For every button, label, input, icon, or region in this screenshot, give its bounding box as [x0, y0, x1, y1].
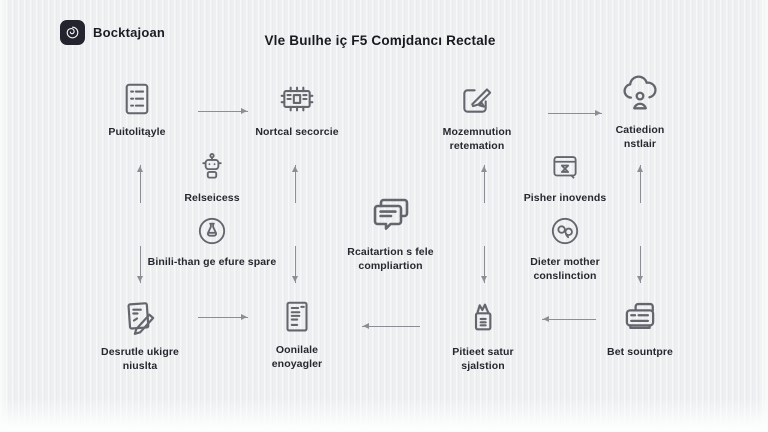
node-label: Rcaitartion s fele compliartion	[347, 246, 434, 272]
paper-stack-icon	[367, 190, 415, 238]
arrow-down-col-3	[480, 246, 487, 283]
arrow-right-top-1	[198, 107, 248, 114]
window-hourglass-icon	[548, 150, 582, 184]
right-edge-fade	[758, 0, 768, 432]
arrow-right-top-2	[548, 109, 602, 116]
node-mozemnution: Mozemnution retemation	[417, 80, 537, 153]
arrow-up-col-3	[480, 165, 487, 203]
node-nortcal: Nortcal secorcie	[232, 80, 362, 140]
left-edge-fade	[0, 0, 10, 432]
node-pitieet: Pitieet satur sjalstion	[423, 298, 543, 373]
node-label: Pitieet satur sjalstion	[452, 346, 514, 372]
arrow-up-col-2	[291, 165, 298, 203]
node-label: Relseicess	[184, 192, 240, 204]
bottom-fade	[0, 398, 768, 432]
node-label: Puitolitąyle	[108, 126, 166, 138]
node-rcaitartion: Rcaitartion s fele compliartion	[328, 190, 453, 273]
flask-circle-icon	[195, 214, 229, 248]
arrow-up-col-1	[136, 165, 143, 203]
cloud-person-icon	[619, 74, 661, 116]
node-bet: Bet sountpre	[575, 296, 705, 360]
edit-pen-icon	[458, 80, 496, 118]
node-label: Nortcal secorcie	[255, 126, 339, 138]
node-dieter: Dieter mother conslinction	[505, 214, 625, 283]
printer-icon	[619, 296, 661, 338]
node-label: Pisher inovends	[523, 192, 607, 204]
people-circle-icon	[548, 214, 582, 248]
circuit-chip-icon	[278, 80, 316, 118]
node-catiedion: Catiedion nstlair	[575, 74, 705, 151]
robot-icon	[195, 150, 229, 184]
node-label: Catiedion nstlair	[615, 124, 665, 150]
checklist-document-icon	[118, 80, 156, 118]
node-oonilale: Oonilale enoyagler	[232, 298, 362, 371]
node-pisher: Pisher inovends	[505, 150, 625, 206]
arrow-left-bottom-2	[362, 322, 420, 329]
document-pen-icon	[120, 298, 160, 338]
node-relseicess: Relseicess	[152, 150, 272, 206]
brand-name: Bocktajoan	[93, 25, 166, 40]
arrow-left-bottom-3	[542, 315, 596, 322]
node-label: Dieter mother conslinction	[530, 256, 600, 282]
shopping-bag-icon	[463, 298, 503, 338]
brand-logo: Bocktajoan	[60, 20, 165, 45]
document-icon	[278, 298, 316, 336]
arrow-down-col-2	[291, 246, 298, 283]
node-binili: Binili-than ge efure spare	[147, 214, 277, 270]
node-label: Bet sountpre	[607, 346, 673, 358]
node-desrutle: Desrutle ukigre niuslta	[75, 298, 205, 373]
node-puitolitayle: Puitolitąyle	[72, 80, 202, 140]
node-label: Mozemnution retemation	[442, 126, 512, 152]
page-title: Vle Buılhe iç F5 Comjdancı Rectale	[264, 33, 496, 48]
swirl-logo-icon	[60, 20, 85, 45]
arrow-up-col-4	[636, 165, 643, 203]
arrow-right-bottom-1	[198, 313, 248, 320]
arrow-down-col-1	[136, 246, 143, 283]
node-label: Desrutle ukigre niuslta	[101, 346, 179, 372]
node-label: Oonilale enoyagler	[271, 344, 323, 370]
arrow-down-col-4	[636, 246, 643, 283]
node-label: Binili-than ge efure spare	[147, 256, 277, 268]
